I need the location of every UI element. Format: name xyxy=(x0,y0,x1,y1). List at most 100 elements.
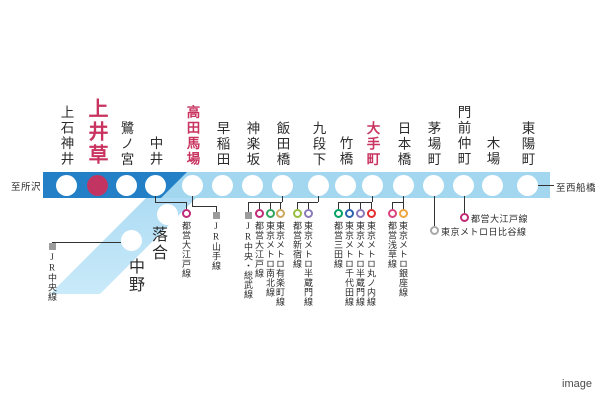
station-circle xyxy=(422,174,444,196)
station-circle xyxy=(392,174,414,196)
metro-marunouchi-ring-icon xyxy=(366,209,376,218)
connector-line xyxy=(192,195,193,206)
transfer-line-label: JR山手線 xyxy=(211,221,221,271)
station-circle xyxy=(115,174,137,196)
transfer-line-label: JR中央・総武線 xyxy=(243,221,253,299)
connector-line xyxy=(403,195,404,202)
toei-asakusa-ring-icon xyxy=(387,209,397,218)
station-circle xyxy=(55,174,77,196)
connector-line xyxy=(349,202,350,210)
endpoint-label-tokorozawa: 至所沢 xyxy=(11,183,42,193)
connector-line xyxy=(52,242,121,243)
metro-chiyoda-ring-icon xyxy=(344,209,354,218)
transfer-line-label: 都営新宿線 xyxy=(292,221,302,269)
connector-line xyxy=(392,202,404,203)
metro-hanzomon-ring-icon xyxy=(303,209,313,218)
transfer-line-label: 都営大江戸線 xyxy=(254,221,264,278)
transfer-line-label: 東京メトロ日比谷線 xyxy=(441,227,527,237)
station-circle xyxy=(481,174,503,196)
station-label: 九段下 xyxy=(310,120,326,168)
connector-line xyxy=(155,195,156,202)
transfer-line-label: 東京メトロ半蔵門線 xyxy=(355,221,365,307)
metro-hanzomon-ring-icon xyxy=(355,209,365,218)
station-circle-highlighted xyxy=(86,174,108,196)
station-circle xyxy=(156,203,178,225)
connector-line xyxy=(297,202,298,210)
connector-line xyxy=(360,202,361,210)
transfer-line-label: 東京メトロ半蔵門線 xyxy=(303,221,313,307)
connector-line xyxy=(248,202,282,203)
metro-hibiya-ring-icon xyxy=(429,225,439,235)
connector-line xyxy=(155,202,186,203)
connector-line xyxy=(282,195,283,202)
connector-line xyxy=(216,206,217,213)
station-label: 早稲田 xyxy=(214,120,230,168)
connector-line xyxy=(318,195,319,202)
station-circle xyxy=(271,174,293,196)
station-label: 木場 xyxy=(484,136,500,167)
station-label-highlighted: 上井草 xyxy=(85,98,107,167)
connector-line xyxy=(538,185,554,186)
station-circle xyxy=(516,174,538,196)
connector-line xyxy=(186,202,187,210)
transfer-line-label: 東京メトロ千代田線 xyxy=(344,221,354,307)
connector-line xyxy=(464,195,465,213)
transfer-line-label: 東京メトロ丸ノ内線 xyxy=(366,221,376,307)
transfer-line-label: 都営大江戸線 xyxy=(181,221,191,278)
connector-line xyxy=(371,202,372,210)
transfer-line-label: 都営三田線 xyxy=(333,221,343,269)
toei-mita-ring-icon xyxy=(333,209,343,218)
connector-line xyxy=(192,206,216,207)
metro-namboku-ring-icon xyxy=(265,209,275,218)
connector-line xyxy=(270,202,271,210)
station-label: 中野 xyxy=(126,258,143,294)
station-circle xyxy=(211,174,233,196)
connector-line xyxy=(338,202,372,203)
connector-line xyxy=(372,195,373,202)
station-circle xyxy=(361,174,383,196)
connector-line xyxy=(259,202,260,210)
transfer-line-label: JR中央線 xyxy=(47,252,57,302)
transfer-line-label: 東京メトロ南北線 xyxy=(265,221,275,297)
station-circle xyxy=(452,174,474,196)
toei-shinjuku-ring-icon xyxy=(292,209,302,218)
station-circle xyxy=(144,174,166,196)
connector-line xyxy=(338,202,339,210)
station-label: 飯田橋 xyxy=(274,120,290,168)
station-label-highlighted: 高田馬場 xyxy=(184,105,200,167)
station-label: 神楽坂 xyxy=(244,120,260,168)
station-label: 日本橋 xyxy=(395,120,411,168)
watermark-label: image xyxy=(562,378,592,390)
transfer-line-label: 東京メトロ銀座線 xyxy=(398,221,408,297)
toei-oedo-ring-icon xyxy=(254,209,264,218)
connector-line xyxy=(297,202,318,203)
station-circle xyxy=(334,174,356,196)
station-label: 中井 xyxy=(147,136,163,167)
station-label: 門前仲町 xyxy=(455,105,471,167)
metro-yurakucho-ring-icon xyxy=(275,209,285,218)
connector-line xyxy=(392,202,393,210)
connector-line xyxy=(434,195,435,226)
connector-line xyxy=(308,202,309,210)
station-label: 竹橋 xyxy=(337,136,353,167)
station-label: 落合 xyxy=(149,226,166,262)
transfer-line-label: 都営大江戸線 xyxy=(471,214,529,224)
connector-line xyxy=(403,202,404,210)
transfer-line-label: 都営浅草線 xyxy=(387,221,397,269)
toei-oedo-ring-icon xyxy=(459,212,469,222)
station-label: 鷺ノ宮 xyxy=(118,120,134,168)
endpoint-label-nishifunabashi: 至西船橋 xyxy=(556,184,597,194)
station-circle xyxy=(120,229,142,251)
toei-oedo-ring-icon xyxy=(181,209,191,218)
station-circle xyxy=(181,174,203,196)
connector-line xyxy=(280,202,281,210)
station-circle xyxy=(307,174,329,196)
jr-square-icon xyxy=(48,243,56,250)
station-circle xyxy=(241,174,263,196)
station-label: 上石神井 xyxy=(58,105,74,167)
metro-ginza-ring-icon xyxy=(398,209,408,218)
transfer-line-label: 東京メトロ有楽町線 xyxy=(275,221,285,307)
station-label: 東陽町 xyxy=(519,120,535,168)
station-label: 茅場町 xyxy=(425,120,441,168)
